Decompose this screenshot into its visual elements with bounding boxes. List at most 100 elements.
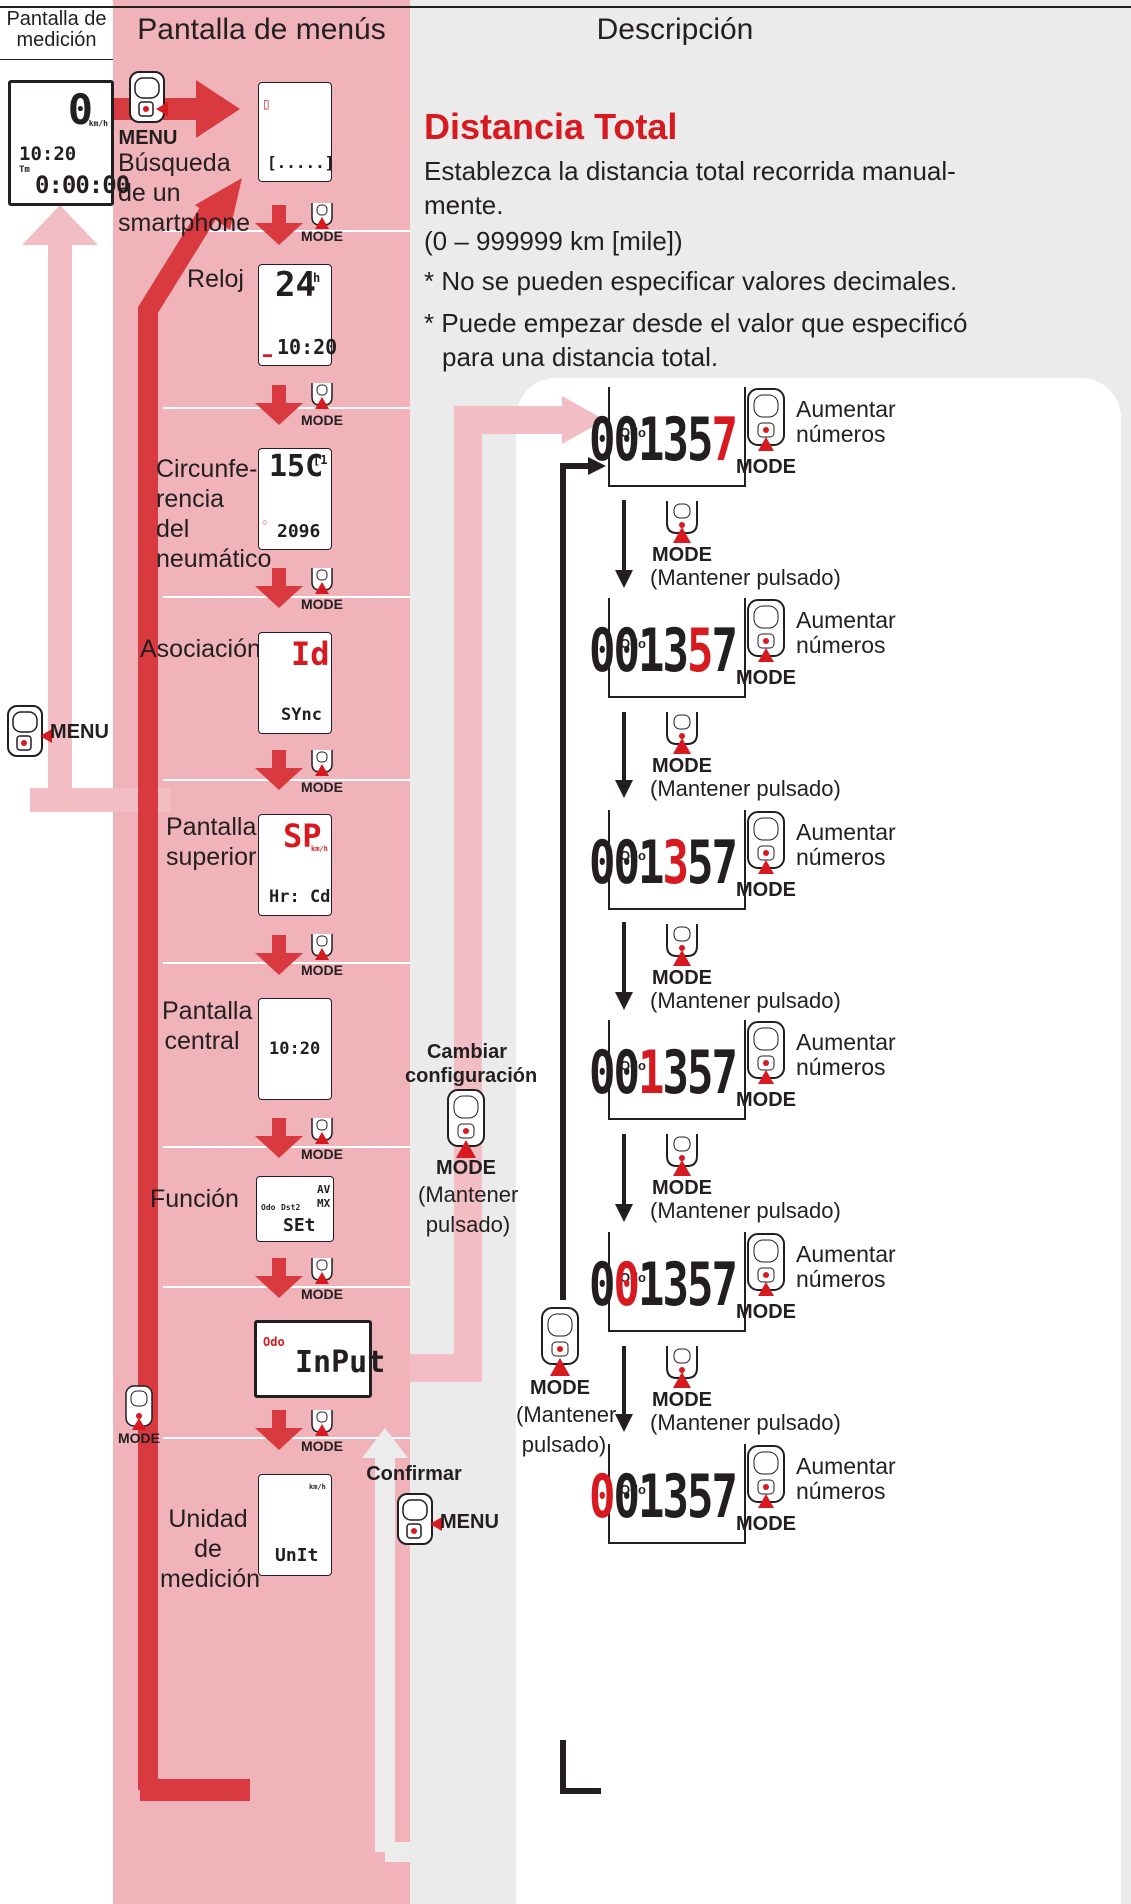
increase-numbers-label: Aumentar números (796, 607, 896, 658)
increase-numbers-label: Aumentar números (796, 819, 896, 870)
odometer-odo-label: Odo (620, 636, 646, 651)
pairing-sync: SYnc (281, 705, 322, 725)
measure-clock: 10:20 (19, 143, 77, 165)
mode-button-icon[interactable] (308, 750, 336, 776)
odometer-odo-label: Odo (620, 1270, 646, 1285)
odometer-digit: 3 (662, 617, 689, 686)
upper-screen-lcd: SP km/h Hr: Cd (258, 814, 332, 916)
odometer-digit: 7 (711, 829, 738, 898)
change-setting-button-icon[interactable] (446, 1088, 486, 1158)
mode-button-icon[interactable] (308, 1258, 336, 1284)
odometer-digit: 0 (613, 829, 640, 898)
mode-increase-button-icon[interactable] (746, 387, 786, 456)
odometer-digit: 1 (638, 1039, 664, 1108)
increase-numbers-label: Aumentar números (796, 1241, 896, 1292)
mode-button-icon[interactable] (308, 934, 336, 960)
mode-button-icon[interactable] (308, 1410, 336, 1436)
mode-increase-button-icon[interactable] (746, 598, 786, 667)
pale-input-arrow (410, 406, 565, 1382)
odometer-digit: 1 (638, 1251, 664, 1320)
increase-numbers-label: Aumentar números (796, 396, 896, 447)
odometer-digit: 0 (589, 617, 615, 686)
odometer-odo-label: Odo (620, 1482, 646, 1497)
middle-clock: 10:20 (269, 1039, 321, 1059)
menu-return-label: MENU (50, 721, 109, 743)
mode-hold-button-icon[interactable] (663, 1134, 701, 1181)
mode-hold-button-icon[interactable] (663, 1346, 701, 1393)
odometer-digit: 5 (687, 1463, 713, 1532)
middle-screen-lcd: 10:20 (258, 998, 332, 1100)
odometer-digits: 001357 (589, 1463, 738, 1532)
mode-label: MODE (301, 1146, 343, 1162)
upper-unit: km/h (311, 845, 328, 853)
mode-increase-label: MODE (736, 456, 796, 478)
measure-screen-lcd: 0 km/h 10:20 Tm 0:00:00 (8, 80, 130, 206)
confirm-button-label: MENU (440, 1511, 499, 1533)
odometer-digit: 7 (711, 617, 738, 686)
smartphone-label: Búsqueda de un smartphone (118, 149, 251, 237)
header-description: Descripción (410, 0, 940, 60)
function-av: AV (317, 1183, 331, 1196)
circumference-value: 2096 (277, 521, 321, 542)
mode-hold-text: (Mantener pulsado) (650, 1198, 841, 1223)
function-set: SEt (283, 1215, 316, 1236)
mode-button-icon[interactable] (308, 568, 336, 594)
confirm-button-icon[interactable] (396, 1492, 442, 1548)
menu-button-device-icon[interactable] (128, 70, 168, 126)
odometer-digit: 7 (711, 1463, 738, 1532)
odometer-digit: 5 (687, 1251, 713, 1320)
mode-increase-button-icon[interactable] (746, 1444, 786, 1513)
phone-icon: ▯ (263, 97, 270, 111)
odometer-digit: 5 (687, 617, 713, 686)
odometer-digit: 0 (613, 406, 640, 475)
smartphone-search-indicator: [.....] (267, 153, 335, 172)
mode-hold-label: MODE (652, 1177, 712, 1199)
mode-hold-button-icon[interactable] (663, 501, 701, 548)
mode-hold-text: (Mantener pulsado) (650, 1410, 841, 1435)
measure-timer: 0:00:00 (35, 171, 130, 199)
mode-label: MODE (301, 596, 343, 612)
unit-label: Unidad de medición (160, 1505, 261, 1593)
odometer-digit: 3 (662, 829, 689, 898)
clock-lcd: 24 h 10:20 ▬ (258, 264, 337, 366)
mode-button-icon[interactable] (308, 1118, 336, 1144)
loop-mode-button-icon[interactable] (540, 1306, 580, 1376)
increase-numbers-label: Aumentar números (796, 1453, 896, 1504)
odometer-digit: 0 (613, 1463, 640, 1532)
mode-increase-button-icon[interactable] (746, 810, 786, 879)
description-line2: mente. (424, 190, 504, 220)
mode-button-icon[interactable] (308, 383, 336, 409)
header-rule-bottom (0, 59, 113, 60)
description-note2b: para una distancia total. (442, 342, 719, 372)
mode-hold-button-icon[interactable] (663, 712, 701, 759)
odometer-digit: 3 (662, 1251, 689, 1320)
header-measure-text: Pantalla de medición (6, 8, 107, 51)
mode-return-button-icon[interactable] (124, 1384, 154, 1430)
header-menu-text: Pantalla de menús (137, 13, 386, 46)
mode-increase-button-icon[interactable] (746, 1020, 786, 1089)
input-lcd: Odo InPut (254, 1320, 385, 1398)
mode-hold-text: (Mantener pulsado) (650, 776, 841, 801)
circumference-lcd: 15C [1 2096 ○ (258, 448, 332, 550)
odometer-digit: 0 (589, 1463, 615, 1532)
odometer-digit: 1 (638, 829, 664, 898)
unit-kmh: km/h (309, 1483, 326, 1491)
mode-return-label: MODE (118, 1430, 160, 1446)
menu-return-button-icon[interactable] (6, 704, 52, 760)
pairing-lcd: Id SYnc (258, 632, 332, 734)
upper-sp: SP (283, 817, 322, 855)
odometer-digit: 0 (613, 1251, 640, 1320)
odometer-digit: 7 (711, 1251, 738, 1320)
mode-label: MODE (301, 1286, 343, 1302)
mode-increase-button-icon[interactable] (746, 1232, 786, 1301)
odometer-digits: 001357 (589, 1251, 738, 1320)
mode-button-icon[interactable] (308, 203, 336, 229)
menu-button-label: MENU (118, 127, 178, 149)
description-line1: Establezca la distancia total recorrida … (424, 156, 956, 186)
input-main: InPut (295, 1345, 386, 1380)
mode-hold-button-icon[interactable] (663, 924, 701, 971)
odometer-digits: 001357 (589, 829, 738, 898)
